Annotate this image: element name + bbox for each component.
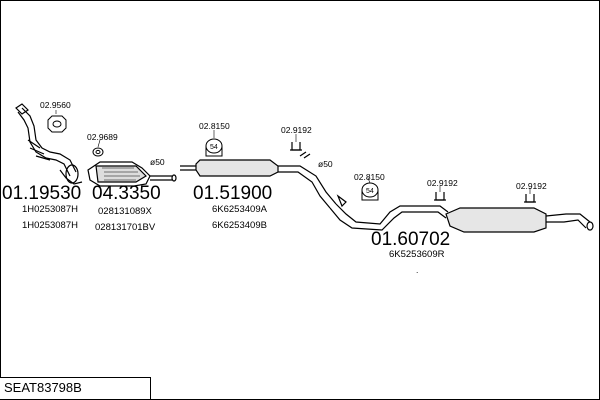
hanger-icon [524, 194, 536, 203]
hanger-2-label: 02.9192 [427, 178, 458, 188]
leader-lines [55, 110, 531, 194]
part-number-1: 01.19530 [2, 183, 81, 204]
gasket-icon [92, 147, 104, 157]
middle-silencer [180, 151, 337, 209]
part-4-ref-1: 6K5253609R [389, 249, 445, 260]
hanger-icon [290, 142, 302, 151]
part-3-ref-1: 6K6253409A [212, 204, 268, 215]
clamp-2-size: 54 [366, 188, 374, 195]
hanger-1-label: 02.9192 [281, 125, 312, 135]
clamp-1-size: 54 [210, 144, 218, 151]
catalytic-converter [87, 161, 177, 187]
gasket-2-label: 02.9689 [87, 132, 118, 142]
hanger-3-label: 02.9192 [516, 181, 547, 191]
gasket-1-label: 02.9560 [40, 100, 71, 110]
diagram-id: SEAT83798B [4, 380, 82, 395]
stray-dot: . [416, 265, 418, 275]
clamp-2-label: 02.8150 [354, 172, 385, 182]
pipe-diameter-1: ø50 [150, 157, 165, 167]
clamp-1-label: 02.8150 [199, 121, 230, 131]
pipe-diameter-2: ø50 [318, 159, 333, 169]
hanger-icon [434, 192, 446, 201]
front-pipe [15, 103, 83, 185]
diagram-id-box [0, 377, 151, 399]
part-number-4: 01.60702 [371, 229, 450, 250]
part-number-2: 04.3350 [92, 183, 161, 204]
part-2-ref-2: 028131701BV [95, 222, 156, 233]
part-3-ref-2: 6K6253409B [212, 220, 267, 231]
gasket-icon [47, 115, 67, 133]
part-number-3: 01.51900 [193, 183, 272, 204]
part-2-ref-1: 028131089X [98, 206, 153, 217]
part-1-ref-2: 1H0253087H [22, 220, 78, 231]
rear-silencer [329, 194, 594, 233]
clamp-icon [205, 138, 223, 157]
part-1-ref-1: 1H0253087H [22, 204, 78, 215]
